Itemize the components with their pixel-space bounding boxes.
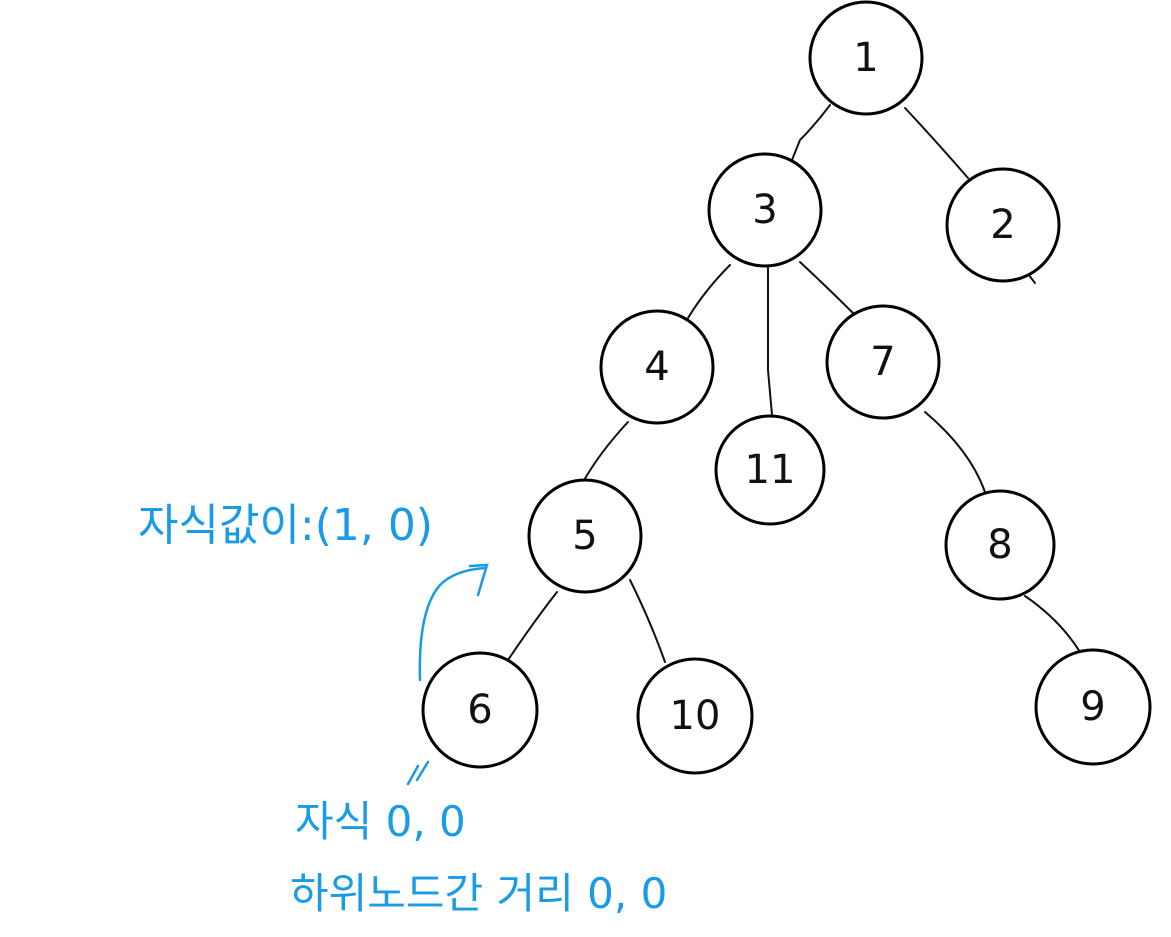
- edge-3-11: [767, 267, 773, 416]
- node-label: 8: [987, 522, 1012, 568]
- tree-node: 7: [825, 304, 941, 420]
- node-label: 3: [752, 187, 777, 233]
- edge-4-5: [582, 421, 629, 483]
- annotation-subtree-distance: 하위노드간 거리 0, 0: [290, 869, 667, 918]
- node-label: 9: [1080, 684, 1105, 730]
- tree-nodes: 1 3 2 4 11 7 5 8: [421, 0, 1152, 775]
- node-label: 5: [572, 513, 597, 559]
- edge-5-6: [507, 591, 558, 661]
- node-label: 11: [745, 447, 796, 493]
- edge-1-3: [791, 104, 831, 161]
- tree-node: 2: [945, 167, 1061, 283]
- annotation-arrow: [418, 563, 489, 682]
- node-label: 4: [644, 344, 669, 390]
- node-label: 1: [853, 35, 878, 81]
- node-label: 2: [990, 202, 1015, 248]
- annotations: 자식값이:(1, 0) 자식 0, 0 하위노드간 거리 0, 0: [138, 500, 667, 918]
- node-label: 10: [670, 693, 721, 739]
- tree-node: 5: [527, 478, 643, 594]
- edge-3-7: [799, 261, 856, 316]
- tree-node: 9: [1034, 648, 1152, 766]
- node-label: 6: [467, 687, 492, 733]
- tree-node: 4: [599, 309, 715, 425]
- edge-8-9: [1024, 595, 1081, 653]
- tree-node: 10: [636, 657, 754, 775]
- tree-node: 8: [944, 489, 1056, 601]
- tree-node: 1: [808, 0, 924, 116]
- edge-3-4: [687, 264, 731, 319]
- tree-node: 11: [714, 414, 826, 526]
- edge-5-10: [629, 579, 666, 663]
- tree-node: 6: [421, 651, 539, 769]
- annotation-child: 자식 0, 0: [295, 797, 466, 846]
- edge-7-8: [924, 411, 986, 493]
- tree-node: 3: [707, 152, 823, 268]
- annotation-arrow: [406, 760, 430, 786]
- node-label: 7: [870, 339, 895, 385]
- edge-1-2: [904, 107, 969, 179]
- annotation-child-values: 자식값이:(1, 0): [138, 500, 433, 551]
